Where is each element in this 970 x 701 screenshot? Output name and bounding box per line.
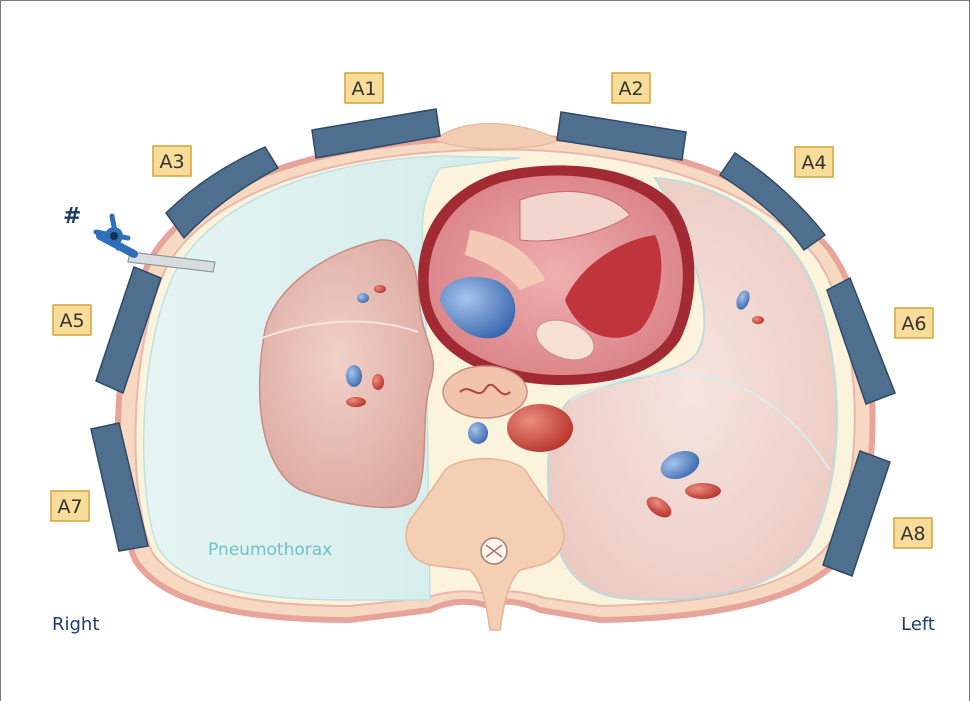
- zone-label-A7: A7: [57, 496, 82, 518]
- pneumothorax-label: Pneumothorax: [208, 540, 332, 560]
- right-lung-artery-lower: [346, 397, 366, 407]
- sternum: [435, 124, 560, 150]
- zone-label-A1: A1: [351, 78, 376, 100]
- right-lung-artery-upper: [374, 285, 386, 293]
- left-side-label: Left: [901, 614, 935, 635]
- zone-label-A3: A3: [159, 151, 184, 173]
- zone-label-A8: A8: [900, 523, 925, 545]
- needle-marker-label: #: [63, 204, 81, 229]
- descending-aorta: [507, 404, 573, 452]
- right-side-label: Right: [52, 614, 99, 635]
- right-lung-vein-middle: [346, 365, 362, 387]
- right-lung-artery-middle: [372, 374, 384, 390]
- right-lung-vein-upper: [357, 293, 369, 303]
- azygos-vein: [468, 422, 488, 444]
- zone-label-A2: A2: [618, 78, 643, 100]
- zone-label-A6: A6: [901, 313, 926, 335]
- zone-label-A4: A4: [801, 152, 826, 174]
- left-lung-artery-lower-2: [685, 483, 721, 499]
- left-lung-artery-upper: [752, 316, 764, 324]
- esophagus: [443, 366, 527, 418]
- zone-label-A5: A5: [59, 310, 84, 332]
